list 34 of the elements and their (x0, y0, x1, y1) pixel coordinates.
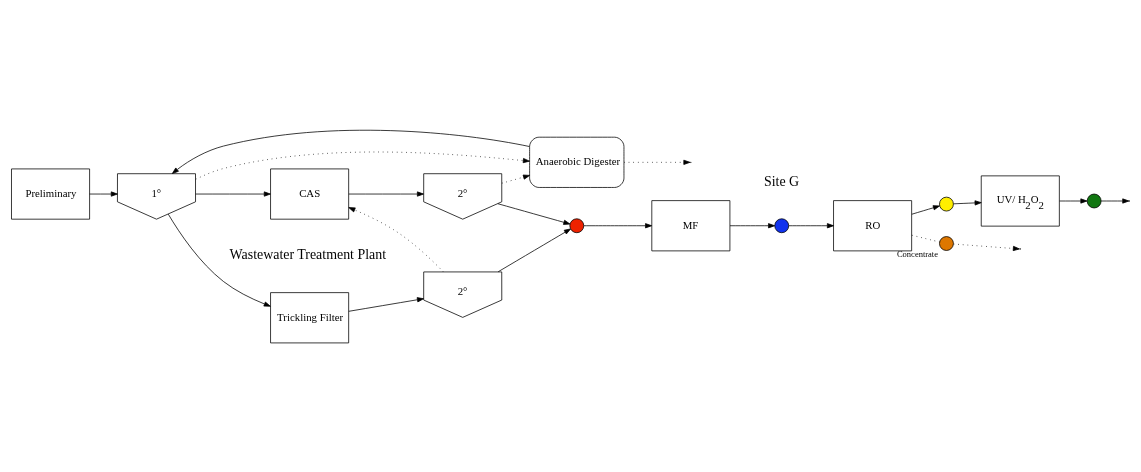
arrow (497, 202, 571, 225)
node-circle (939, 196, 954, 211)
arrow (171, 129, 530, 174)
arrow (195, 151, 530, 180)
arrow (501, 174, 530, 184)
arrow (729, 222, 776, 228)
arrow (1100, 197, 1130, 204)
arrow (953, 199, 982, 205)
arrow (953, 243, 1020, 251)
node-box: RO (833, 199, 913, 251)
arrow (348, 191, 424, 197)
arrow (623, 159, 691, 165)
node-box: Trickling Filter (270, 291, 350, 343)
arrow (1059, 197, 1088, 204)
arrow (348, 296, 424, 312)
arrow (788, 222, 834, 228)
node-circle (939, 235, 954, 251)
node-box: Preliminary (11, 168, 90, 220)
arrow (497, 228, 571, 272)
node-box: MF (651, 199, 731, 251)
node-box: CAS (270, 168, 350, 220)
arrow (195, 191, 271, 197)
label: Site G (763, 173, 800, 189)
arrow (348, 206, 444, 272)
node-circle (1086, 193, 1102, 208)
node-circle (774, 217, 790, 233)
node-label: Concentrate (896, 248, 939, 259)
arrow (167, 213, 271, 307)
label: Wastewater Treatment Plant (229, 246, 387, 262)
arrow (583, 222, 653, 228)
arrow (89, 191, 118, 197)
arrow (911, 204, 940, 215)
node-circle (569, 217, 585, 233)
node-box: Anaerobic Digester (529, 136, 625, 188)
